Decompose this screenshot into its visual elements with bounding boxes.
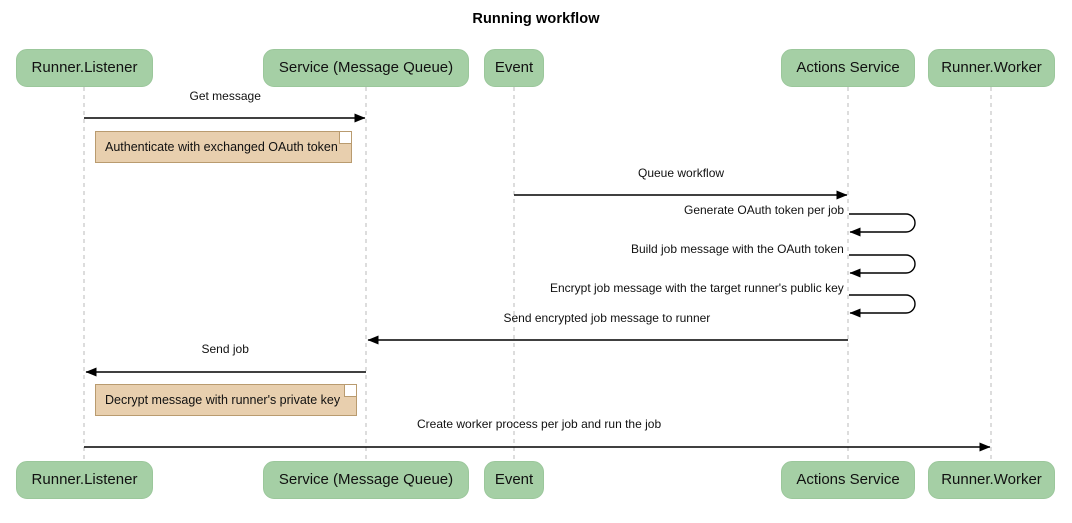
participant-bottom-actions-service[interactable]: Actions Service: [781, 461, 915, 499]
note-text: Authenticate with exchanged OAuth token: [105, 140, 338, 154]
self-loop-arrow-encrypt-job-message: [849, 294, 916, 318]
message-label-get-message: Get message: [189, 89, 261, 103]
message-label-encrypt-job-message: Encrypt job message with the target runn…: [550, 281, 844, 295]
participant-top-actions-service[interactable]: Actions Service: [781, 49, 915, 87]
message-arrows-group: [84, 113, 991, 452]
note-decrypt-note: Decrypt message with runner's private ke…: [95, 384, 357, 416]
participant-bottom-event[interactable]: Event: [484, 461, 544, 499]
participant-label: Event: [494, 471, 534, 488]
message-label-send-job: Send job: [201, 342, 249, 356]
participant-label: Runner.Worker: [941, 59, 1042, 76]
participant-label: Runner.Listener: [31, 471, 138, 488]
self-loop-arrow-generate-oauth-token: [849, 213, 916, 237]
note-fold-corner-icon: [344, 385, 356, 397]
participant-top-service-queue[interactable]: Service (Message Queue): [263, 49, 469, 87]
participant-label: Runner.Listener: [31, 59, 138, 76]
participant-label: Actions Service: [796, 59, 900, 76]
participant-label: Actions Service: [796, 471, 900, 488]
message-label-send-encrypted-job-message: Send encrypted job message to runner: [503, 311, 711, 325]
note-text: Decrypt message with runner's private ke…: [105, 393, 341, 407]
message-label-generate-oauth-token: Generate OAuth token per job: [684, 203, 845, 217]
participant-bottom-runner-worker[interactable]: Runner.Worker: [928, 461, 1055, 499]
message-label-create-worker-process: Create worker process per job and run th…: [417, 417, 662, 431]
participant-top-event[interactable]: Event: [484, 49, 544, 87]
message-label-build-job-message: Build job message with the OAuth token: [631, 242, 844, 256]
participant-label: Runner.Worker: [941, 471, 1042, 488]
participant-bottom-runner-listener[interactable]: Runner.Listener: [16, 461, 153, 499]
participant-label: Service (Message Queue): [278, 471, 454, 488]
note-authenticate-note: Authenticate with exchanged OAuth token: [95, 131, 352, 163]
participant-label: Service (Message Queue): [278, 59, 454, 76]
note-fold-corner-icon: [339, 132, 351, 144]
page-title: Running workflow: [472, 11, 600, 27]
lifelines-group: [83, 87, 992, 461]
participant-top-runner-worker[interactable]: Runner.Worker: [928, 49, 1055, 87]
participant-bottom-service-queue[interactable]: Service (Message Queue): [263, 461, 469, 499]
participant-top-runner-listener[interactable]: Runner.Listener: [16, 49, 153, 87]
self-loop-arrow-build-job-message: [849, 254, 916, 278]
participant-label: Event: [494, 59, 534, 76]
message-label-queue-workflow: Queue workflow: [638, 166, 725, 180]
